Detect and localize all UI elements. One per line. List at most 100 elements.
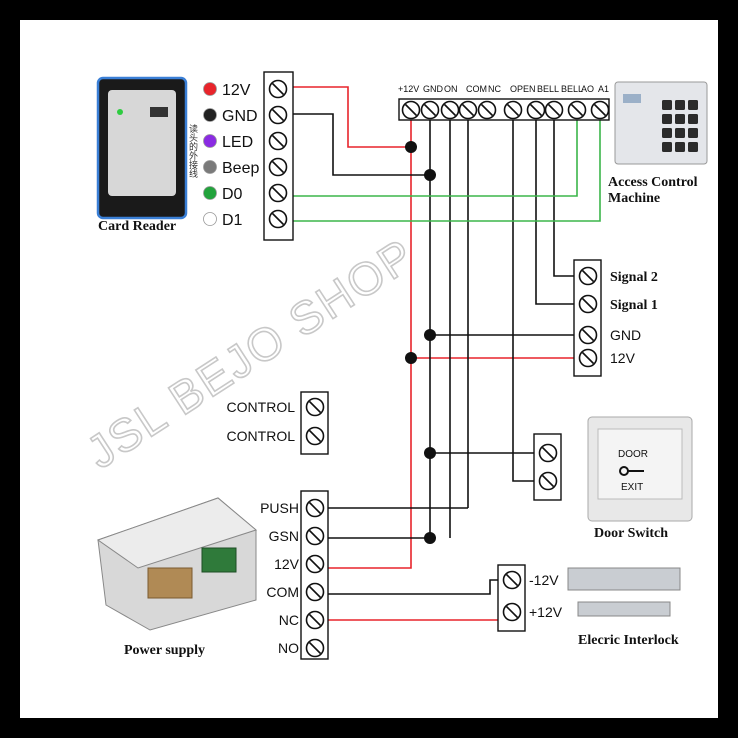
- exit-text: EXIT: [621, 482, 643, 493]
- pin-dot-d0: [203, 186, 217, 200]
- control-label-0: CONTROL: [227, 399, 296, 415]
- terminal-label-3: COM: [466, 84, 487, 94]
- signal-screw-2: [578, 325, 598, 345]
- wire-com-interlock: [323, 579, 510, 595]
- reader-screw-0: [268, 79, 288, 99]
- keypad-key: [688, 114, 698, 124]
- wiring-diagram: JSL BEJO SHOP: [76, 71, 708, 660]
- terminal-label-2: ON: [444, 84, 458, 94]
- door-switch-caption: Door Switch: [594, 526, 668, 541]
- card-reader-caption: Card Reader: [98, 219, 176, 234]
- card-reader-side-text: 读头的外接线: [187, 123, 198, 178]
- pin-label-d0: D0: [222, 186, 243, 203]
- terminal-label-6: BELL: [537, 84, 559, 94]
- access-screw-2: [440, 100, 460, 120]
- access-screw-3: [458, 100, 478, 120]
- ps-label-nc: NC: [279, 612, 299, 628]
- interlock-label-0: -12V: [529, 572, 559, 588]
- reader-screw-3: [268, 157, 288, 177]
- access-screw-8: [567, 100, 587, 120]
- pin-dot-beep: [203, 160, 217, 174]
- pin-dot-d1: [203, 212, 217, 226]
- keypad-key: [662, 114, 672, 124]
- reader-screw-4: [268, 183, 288, 203]
- terminal-label-7: BELL: [561, 84, 583, 94]
- wire-12v-bus: [323, 110, 412, 569]
- access-caption-line2: Machine: [608, 191, 660, 206]
- interlock-caption: Elecric Interlock: [578, 633, 679, 648]
- pin-label-led: LED: [222, 134, 253, 151]
- diagram-canvas: JSL BEJO SHOP: [20, 20, 718, 718]
- pin-dot-gnd: [203, 108, 217, 122]
- wire-reader-gnd: [290, 113, 430, 176]
- ps-label-push: PUSH: [260, 500, 299, 516]
- wire-signal-2: [553, 110, 580, 277]
- terminal-label-9: A1: [598, 84, 609, 94]
- access-caption-line1: Access Control: [608, 175, 698, 190]
- keypad-key: [688, 100, 698, 110]
- control-block: CONTROL CONTROL: [227, 391, 329, 455]
- terminal-label-0: +12V: [398, 84, 419, 94]
- electric-interlock: -12V +12V Elecric Interlock: [497, 564, 681, 648]
- keypad-key: [675, 128, 685, 138]
- signal-screw-3: [578, 348, 598, 368]
- magnet-lock: [567, 567, 681, 591]
- access-screw-7: [544, 100, 564, 120]
- signal-screw-0: [578, 266, 598, 286]
- armature-plate: [577, 601, 671, 617]
- keypad-key: [675, 142, 685, 152]
- control-screw-1: [305, 426, 325, 446]
- terminal-label-8: AO: [581, 84, 594, 94]
- keypad-key: [675, 114, 685, 124]
- interlock-label-1: +12V: [529, 604, 563, 620]
- access-screw-9: [590, 100, 610, 120]
- ps-label-com: COM: [266, 584, 299, 600]
- reader-screw-2: [268, 131, 288, 151]
- access-screw-5: [503, 100, 523, 120]
- pin-dot-12v: [203, 82, 217, 96]
- control-label-1: CONTROL: [227, 428, 296, 444]
- keypad-key: [688, 128, 698, 138]
- door-switch: DOOR EXIT Door Switch: [533, 416, 693, 541]
- ps-label-12v: 12V: [274, 556, 300, 572]
- reader-screw-5: [268, 209, 288, 229]
- power-terminal-block: [300, 490, 329, 660]
- keypad-key: [662, 128, 672, 138]
- pin-label-12v: 12V: [222, 82, 251, 99]
- terminal-label-1: GND: [423, 84, 444, 94]
- signal-label-0: Signal 2: [610, 270, 658, 285]
- terminal-label-4: NC: [488, 84, 501, 94]
- access-screw-4: [477, 100, 497, 120]
- keypad-key: [662, 100, 672, 110]
- reader-screw-1: [268, 105, 288, 125]
- ps-screw-1: [305, 526, 325, 546]
- ps-screw-4: [305, 610, 325, 630]
- wire-open: [512, 110, 547, 482]
- ps-label-gsn: GSN: [269, 528, 299, 544]
- pin-label-d1: D1: [222, 212, 243, 229]
- keypad-key: [688, 142, 698, 152]
- ps-screw-2: [305, 554, 325, 574]
- door-text: DOOR: [618, 449, 648, 460]
- signal-label-3: 12V: [610, 350, 636, 366]
- wires: [290, 86, 601, 621]
- terminal-label-5: OPEN: [510, 84, 536, 94]
- control-screw-0: [305, 397, 325, 417]
- ps-screw-5: [305, 638, 325, 658]
- pin-label-beep: Beep: [222, 160, 259, 177]
- access-screw-6: [526, 100, 546, 120]
- wire-d1: [290, 110, 601, 222]
- ps-label-no: NO: [278, 640, 299, 656]
- access-screw-1: [420, 100, 440, 120]
- keypad-key: [662, 142, 672, 152]
- signal-label-2: GND: [610, 327, 641, 343]
- wire-signal-1: [535, 110, 580, 305]
- pin-dot-led: [203, 134, 217, 148]
- wire-reader-12v: [290, 86, 411, 148]
- ps-screw-3: [305, 582, 325, 602]
- pin-label-gnd: GND: [222, 108, 258, 125]
